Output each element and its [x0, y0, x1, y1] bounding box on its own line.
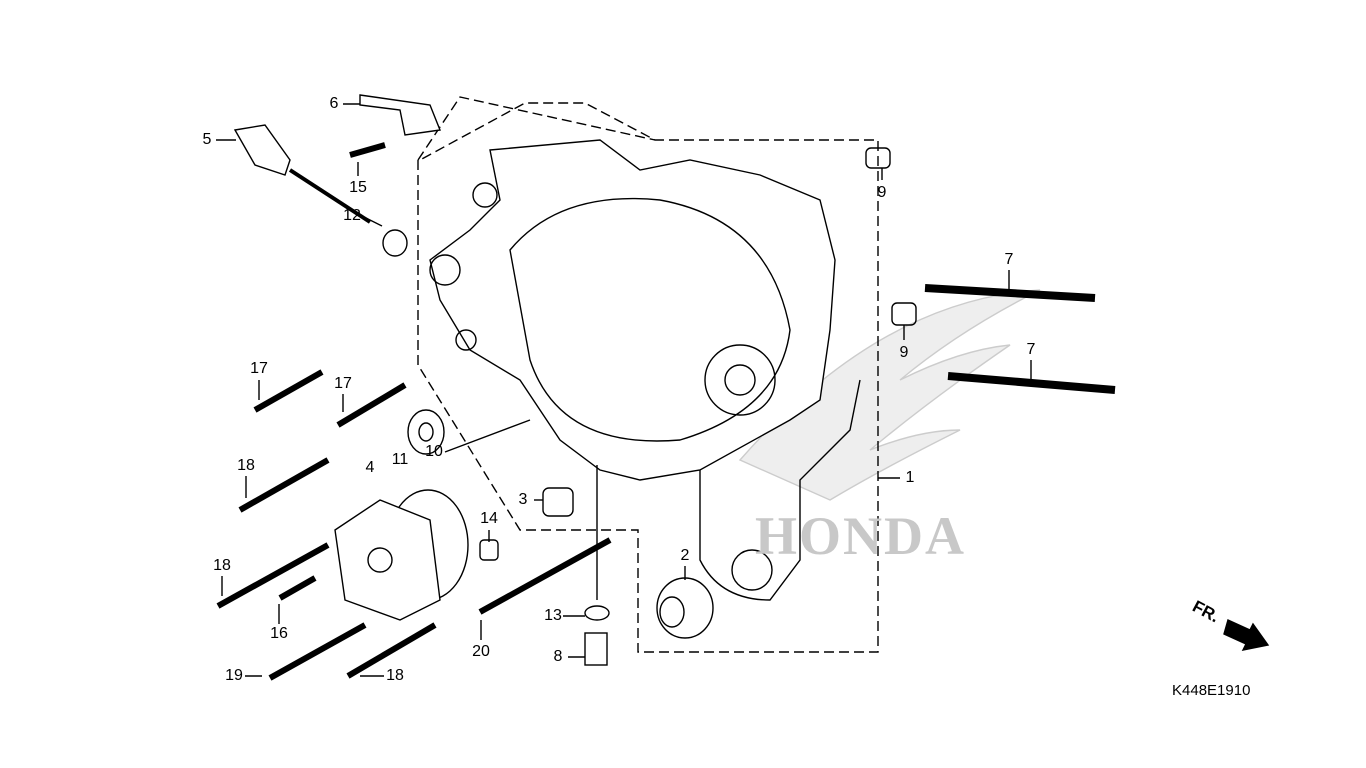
- assembly-outline: [417, 102, 879, 653]
- callout-label: 17: [250, 360, 268, 377]
- callout-label: 18: [213, 557, 231, 574]
- honda-wing-watermark: [738, 289, 1041, 501]
- callout-label: 4: [365, 459, 375, 476]
- callout-label: 15: [349, 179, 367, 196]
- callout-label: 11: [391, 451, 409, 468]
- honda-watermark: HONDA: [755, 506, 966, 566]
- callout-label: 13: [544, 607, 562, 624]
- callout-label: 16: [270, 625, 288, 642]
- callout-label: 12: [343, 207, 361, 224]
- callout-label: 9: [877, 184, 887, 201]
- diagram-code: K448E1910: [1172, 682, 1251, 699]
- front-arrow-icon: [1223, 619, 1270, 651]
- callout-label: 19: [225, 667, 243, 684]
- callout-label: 3: [518, 491, 528, 508]
- callout-label: 2: [680, 547, 690, 564]
- callout-label: 10: [425, 443, 443, 460]
- callout-label: 18: [237, 457, 255, 474]
- callout-label: 7: [1004, 251, 1014, 268]
- callout-label: 17: [334, 375, 352, 392]
- callout-label: 5: [202, 131, 212, 148]
- callout-label: 7: [1026, 341, 1036, 358]
- callout-label: 18: [386, 667, 404, 684]
- callout-label: 20: [472, 643, 490, 660]
- callout-label: 14: [480, 510, 498, 527]
- callout-label: 9: [899, 344, 909, 361]
- crankcase-cover: [429, 139, 836, 481]
- callout-label: 1: [905, 469, 915, 486]
- callout-label: 8: [553, 648, 563, 665]
- callout-label: 6: [329, 95, 339, 112]
